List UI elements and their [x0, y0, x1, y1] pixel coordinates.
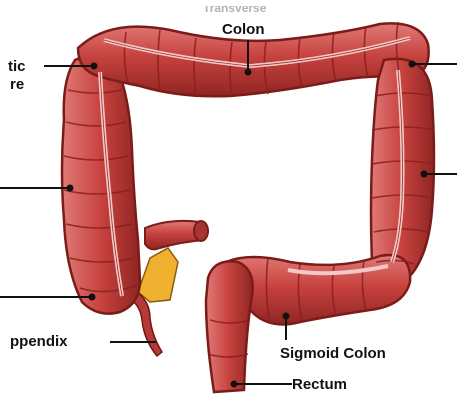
hepatic-flexure-label-line2: re — [10, 77, 24, 93]
fat-pad — [138, 248, 178, 302]
ileum-opening — [194, 221, 208, 241]
rectum-label: Rectum — [292, 377, 347, 393]
transverse-colon-label: Colon — [222, 22, 265, 38]
sigmoid-colon-label: Sigmoid Colon — [280, 346, 386, 362]
rectum — [206, 261, 253, 392]
hepatic-flexure-label-line1: tic — [8, 59, 26, 75]
appendix-label: ppendix — [10, 334, 68, 350]
transverse-colon-title-cropped: Transverse — [203, 6, 266, 14]
